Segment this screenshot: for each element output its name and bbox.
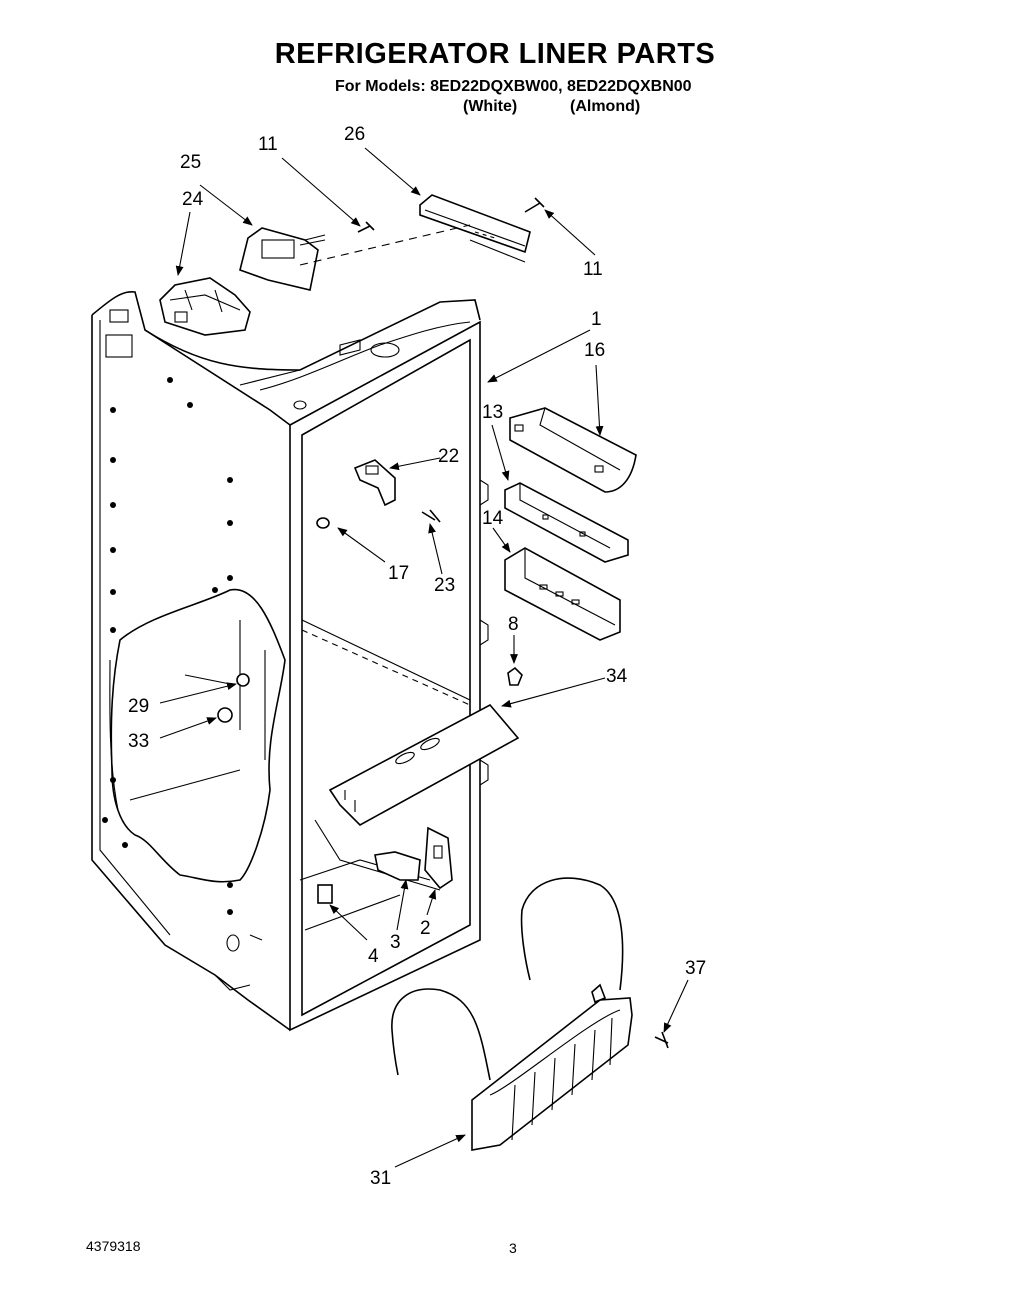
callout-14: 14 <box>482 508 504 529</box>
callout-labels: 25 24 11 26 11 1 16 13 22 14 17 23 8 34 … <box>128 124 706 1189</box>
callout-22: 22 <box>438 446 459 467</box>
part-4-block <box>317 884 333 904</box>
callout-24: 24 <box>182 189 204 210</box>
part-2-bracket <box>424 826 453 890</box>
part-22-bracket <box>353 459 396 507</box>
part-13-bracket <box>504 482 629 563</box>
part-37-screw <box>654 1031 669 1049</box>
part-23-screw <box>421 509 441 523</box>
part-29-lamp-socket <box>184 673 250 687</box>
color-almond-label: (Almond) <box>570 98 641 115</box>
part-34-cover <box>328 703 520 826</box>
callout-3: 3 <box>390 932 401 953</box>
part-17-plug <box>316 517 330 529</box>
page-title: REFRIGERATOR LINER PARTS <box>274 38 716 70</box>
part-11-screw-left <box>357 221 375 233</box>
callout-1: 1 <box>591 309 602 330</box>
callout-13: 13 <box>482 402 503 423</box>
part-11-screw-right <box>524 197 545 213</box>
part-14-channel <box>504 547 621 641</box>
callout-37: 37 <box>685 958 706 979</box>
mounting-holes <box>102 377 233 915</box>
models-line: For Models: 8ED22DQXBW00, 8ED22DQXBN00 <box>335 78 692 95</box>
color-white-label: (White) <box>463 98 518 115</box>
callout-4: 4 <box>368 946 379 967</box>
callout-26: 26 <box>344 124 365 145</box>
part-31-heater <box>391 877 633 1151</box>
part-3-bracket <box>374 851 421 881</box>
callout-31: 31 <box>370 1168 391 1189</box>
callout-17: 17 <box>388 563 409 584</box>
part-24-housing <box>159 277 251 336</box>
callout-16: 16 <box>584 340 605 361</box>
part-25-bracket <box>239 227 326 291</box>
part-26-rail <box>419 194 531 263</box>
callout-8: 8 <box>508 614 519 635</box>
callout-25: 25 <box>180 152 201 173</box>
callout-11-right: 11 <box>583 259 603 280</box>
callout-33: 33 <box>128 731 149 752</box>
callout-29: 29 <box>128 696 149 717</box>
part-16-trough <box>509 407 637 493</box>
part-33-bulb <box>217 707 233 723</box>
callout-2: 2 <box>420 918 431 939</box>
document-number: 4379318 <box>86 1238 141 1254</box>
leader-lines <box>159 147 689 1168</box>
liner-cabinet <box>91 290 489 1032</box>
part-8-fastener <box>507 666 523 686</box>
callout-23: 23 <box>434 575 455 596</box>
callout-34: 34 <box>606 666 628 687</box>
page-number: 3 <box>509 1240 517 1256</box>
callout-11-left: 11 <box>258 134 278 155</box>
